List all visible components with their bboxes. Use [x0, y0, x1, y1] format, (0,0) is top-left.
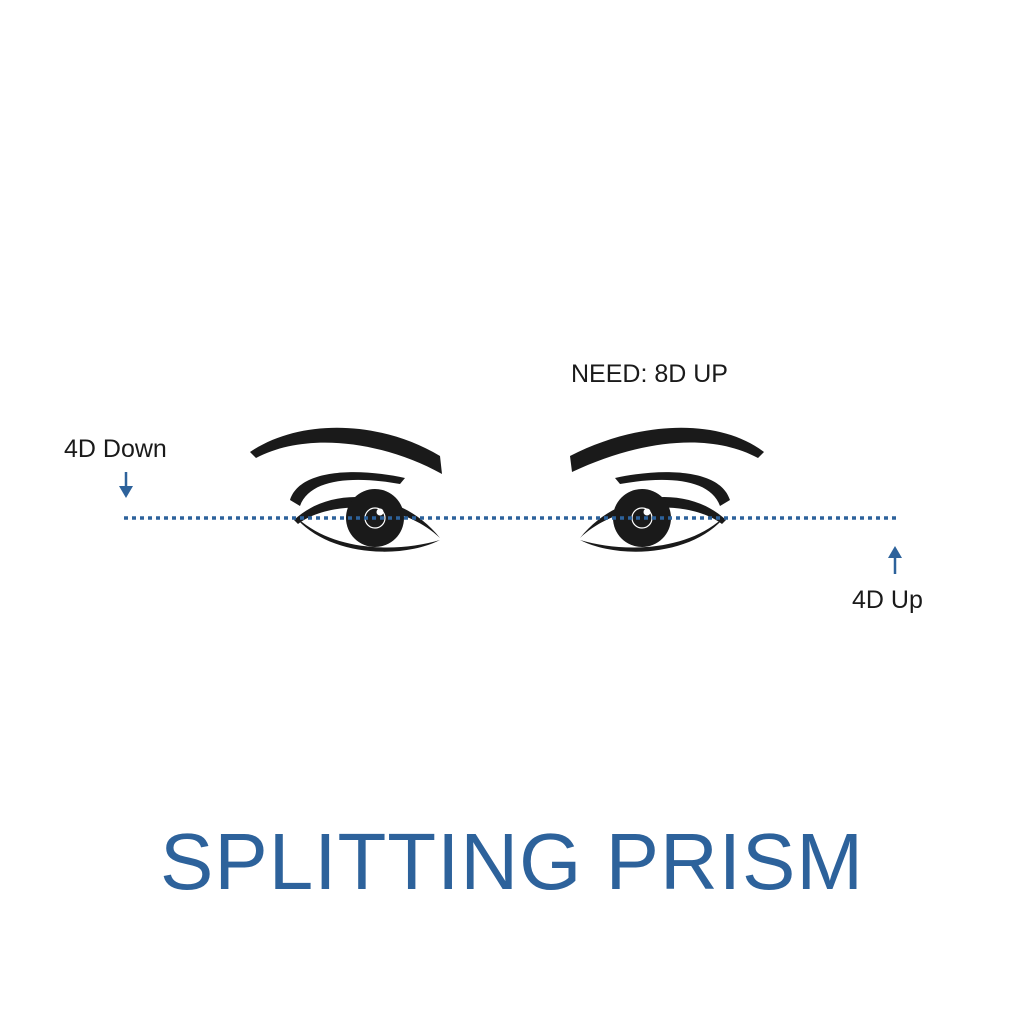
arrow-down-icon — [119, 472, 133, 498]
page-title: SPLITTING PRISM — [160, 817, 864, 906]
right-eye — [580, 472, 730, 552]
left-prism-label: 4D Down — [64, 435, 167, 463]
arrow-up-icon — [888, 546, 902, 574]
need-label: NEED: 8D UP — [571, 360, 728, 388]
right-prism-label: 4D Up — [852, 586, 923, 614]
right-eyebrow — [570, 427, 764, 472]
left-eyebrow — [250, 427, 442, 474]
left-eye — [290, 472, 440, 552]
